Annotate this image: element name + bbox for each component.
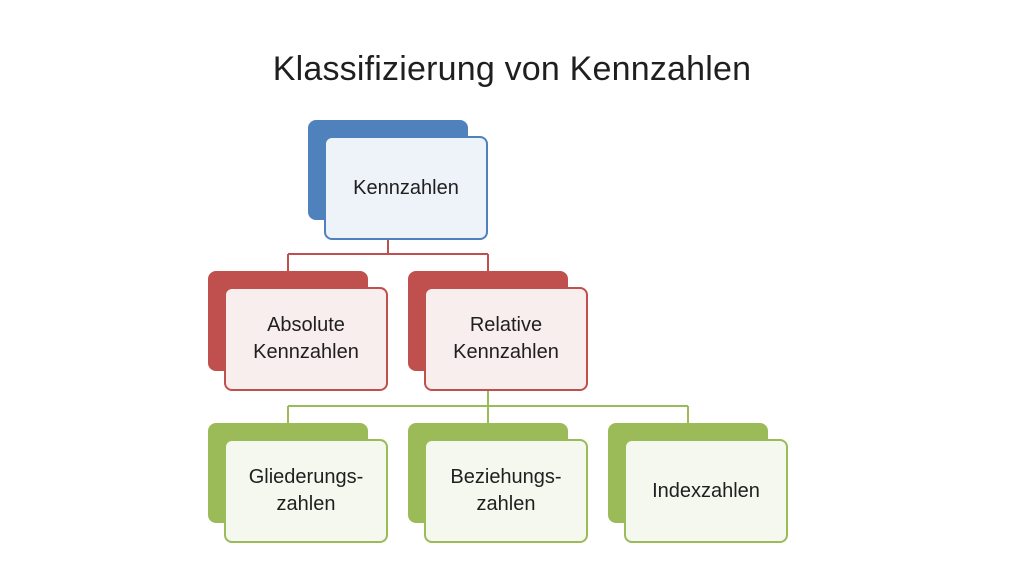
- node-index-front: Indexzahlen: [624, 439, 788, 543]
- node-absolute-front: Absolute Kennzahlen: [224, 287, 388, 391]
- node-relative-front: Relative Kennzahlen: [424, 287, 588, 391]
- node-kennzahlen-label: Kennzahlen: [353, 176, 459, 199]
- node-kennzahlen-front: Kennzahlen: [324, 136, 488, 240]
- node-gliederungszahlen: Gliederungs- zahlen: [208, 423, 388, 543]
- node-beziehung-front: Beziehungs- zahlen: [424, 439, 588, 543]
- page-title: Klassifizierung von Kennzahlen: [272, 50, 752, 88]
- node-absolute-kennzahlen: Absolute Kennzahlen: [208, 271, 388, 391]
- node-relative-label: Relative Kennzahlen: [453, 314, 559, 363]
- node-gliederung-front: Gliederungs- zahlen: [224, 439, 388, 543]
- node-index-label: Indexzahlen: [652, 479, 760, 502]
- node-indexzahlen: Indexzahlen: [608, 423, 788, 543]
- node-beziehung-label: Beziehungs- zahlen: [450, 466, 562, 515]
- node-relative-kennzahlen: Relative Kennzahlen: [408, 271, 588, 391]
- node-gliederung-label: Gliederungs- zahlen: [248, 466, 364, 515]
- node-kennzahlen: Kennzahlen: [308, 120, 488, 240]
- node-absolute-label: Absolute Kennzahlen: [253, 314, 359, 363]
- node-beziehungszahlen: Beziehungs- zahlen: [408, 423, 588, 543]
